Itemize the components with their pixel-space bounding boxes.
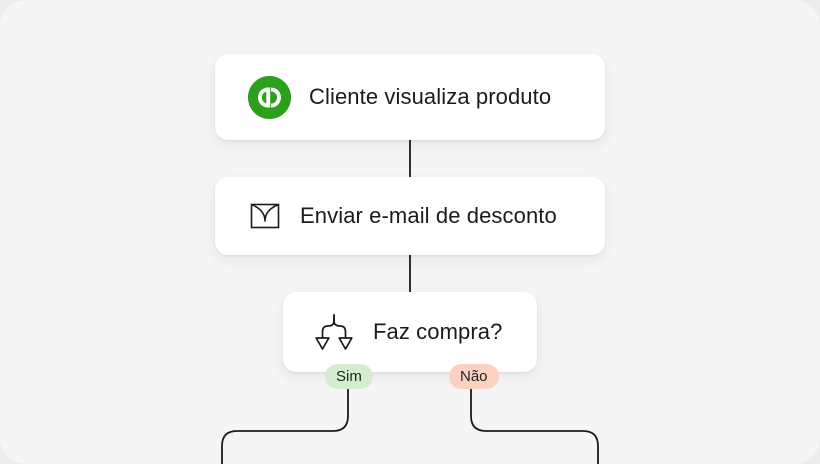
branch-badge-label: Sim [336,368,362,385]
flow-node-label: Enviar e-mail de desconto [300,203,557,228]
flow-node-label: Faz compra? [373,319,503,344]
branch-badge-no[interactable]: Não [449,364,499,389]
branch-badge-label: Não [460,368,488,385]
flow-node-label: Cliente visualiza produto [309,84,552,109]
flow-node-product-view[interactable]: Cliente visualiza produto [215,54,605,140]
flow-node-decision-purchase[interactable]: Faz compra? [283,292,537,372]
flow-node-send-email[interactable]: Enviar e-mail de desconto [215,177,605,255]
connector-yes-elbow [221,389,349,464]
branch-split-icon [313,311,355,353]
quickbooks-logo-icon [248,75,291,119]
connector-no-elbow [470,389,599,464]
branch-badge-yes[interactable]: Sim [325,364,373,389]
envelope-icon [248,199,282,233]
